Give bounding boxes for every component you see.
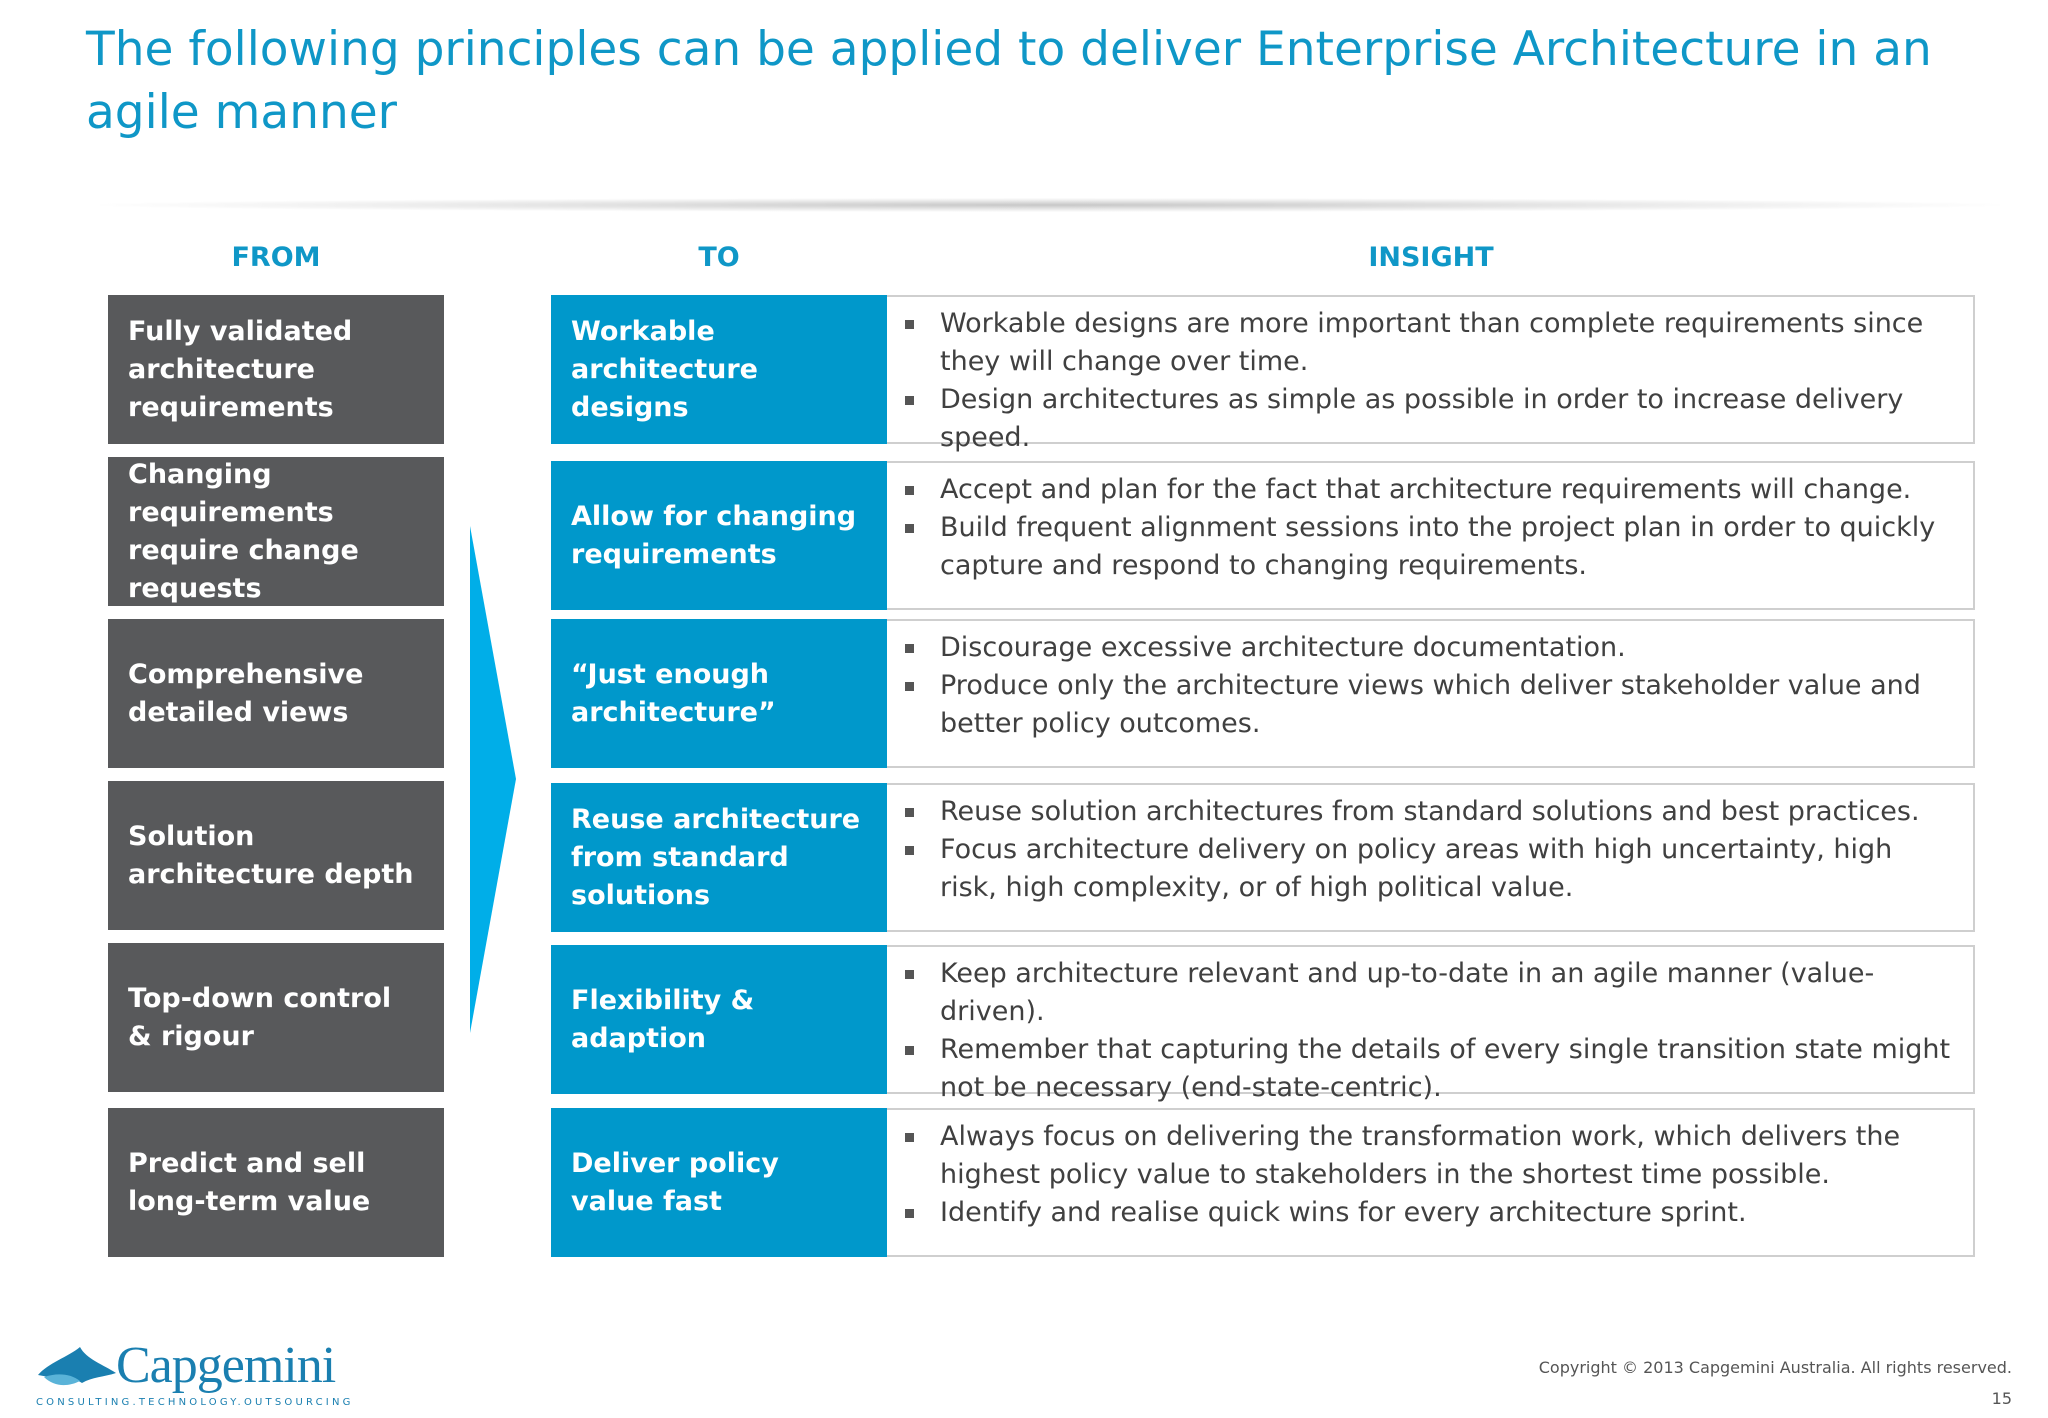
to-label: “Just enough architecture” — [571, 658, 776, 728]
insight-text: Remember that capturing the details of e… — [940, 1034, 1951, 1103]
insight-item: Identify and realise quick wins for ever… — [905, 1194, 1957, 1232]
column-header-to: TO — [698, 242, 740, 273]
insight-text: Identify and realise quick wins for ever… — [940, 1197, 1747, 1228]
square-bullet-icon — [905, 644, 914, 653]
insight-box: Always focus on delivering the transform… — [887, 1108, 1975, 1257]
insight-text: Discourage excessive architecture docume… — [940, 632, 1626, 663]
square-bullet-icon — [905, 846, 914, 855]
title-divider-shadow — [100, 198, 2000, 212]
square-bullet-icon — [905, 1046, 914, 1055]
from-label: Comprehensive detailed views — [128, 658, 364, 728]
insight-box: Discourage excessive architecture docume… — [887, 619, 1975, 768]
page-number: 15 — [1991, 1389, 2012, 1408]
square-bullet-icon — [905, 682, 914, 691]
square-bullet-icon — [905, 970, 914, 979]
insight-list: Discourage excessive architecture docume… — [905, 629, 1957, 743]
insight-item: Remember that capturing the details of e… — [905, 1031, 1957, 1107]
from-box: Changing requirements require change req… — [108, 457, 444, 606]
to-box: Workable architecture designs — [551, 295, 887, 444]
to-label: Workable architecture designs — [571, 315, 758, 423]
insight-box: Workable designs are more important than… — [887, 295, 1975, 453]
insight-item: Discourage excessive architecture docume… — [905, 629, 1957, 667]
insight-item: Produce only the architecture views whic… — [905, 667, 1957, 743]
from-label: Fully validated architecture requirement… — [128, 315, 353, 423]
from-box: Solution architecture depth — [108, 781, 444, 930]
chevron-arrow-icon — [470, 526, 516, 1033]
to-label: Reuse architecture from standard solutio… — [571, 803, 861, 911]
insight-box: Keep architecture relevant and up-to-dat… — [887, 945, 1975, 1103]
square-bullet-icon — [905, 396, 914, 405]
insight-item: Accept and plan for the fact that archit… — [905, 471, 1957, 509]
page-title: The following principles can be applied … — [86, 22, 1932, 140]
square-bullet-icon — [905, 808, 914, 817]
insight-text: Focus architecture delivery on policy ar… — [940, 834, 1893, 903]
square-bullet-icon — [905, 524, 914, 533]
insight-text: Keep architecture relevant and up-to-dat… — [940, 958, 1875, 1027]
insight-box: Reuse solution architectures from standa… — [887, 783, 1975, 932]
insight-text: Always focus on delivering the transform… — [940, 1121, 1901, 1190]
to-box: Reuse architecture from standard solutio… — [551, 783, 887, 932]
insight-text: Reuse solution architectures from standa… — [940, 796, 1920, 827]
insight-item: Build frequent alignment sessions into t… — [905, 509, 1957, 585]
insight-text: Workable designs are more important than… — [940, 308, 1924, 377]
insight-item: Always focus on delivering the transform… — [905, 1118, 1957, 1194]
insight-list: Reuse solution architectures from standa… — [905, 793, 1957, 907]
insight-item: Workable designs are more important than… — [905, 305, 1957, 381]
from-label: Changing requirements require change req… — [128, 458, 359, 604]
insight-text: Build frequent alignment sessions into t… — [940, 512, 1936, 581]
to-box: Flexibility & adaption — [551, 945, 887, 1094]
from-box: Fully validated architecture requirement… — [108, 295, 444, 444]
to-box: “Just enough architecture” — [551, 619, 887, 768]
capgemini-logo: Capgemini CONSULTING.TECHNOLOGY.OUTSOURC… — [34, 1337, 350, 1411]
insight-item: Design architectures as simple as possib… — [905, 381, 1957, 457]
square-bullet-icon — [905, 486, 914, 495]
from-label: Solution architecture depth — [128, 820, 414, 890]
insight-text: Produce only the architecture views whic… — [940, 670, 1921, 739]
insight-item: Reuse solution architectures from standa… — [905, 793, 1957, 831]
from-label: Top-down control & rigour — [128, 982, 392, 1052]
to-box: Allow for changing requirements — [551, 461, 887, 610]
from-box: Predict and sell long-term value — [108, 1108, 444, 1257]
to-label: Flexibility & adaption — [571, 984, 755, 1054]
spade-logo-icon — [38, 1347, 116, 1386]
from-box: Top-down control & rigour — [108, 943, 444, 1092]
logo-wordmark: Capgemini — [116, 1337, 336, 1394]
square-bullet-icon — [905, 320, 914, 329]
to-box: Deliver policy value fast — [551, 1108, 887, 1257]
to-label: Deliver policy value fast — [571, 1147, 779, 1217]
copyright-text: Copyright © 2013 Capgemini Australia. Al… — [1538, 1358, 2012, 1377]
square-bullet-icon — [905, 1209, 914, 1218]
insight-item: Focus architecture delivery on policy ar… — [905, 831, 1957, 907]
insight-text: Accept and plan for the fact that archit… — [940, 474, 1912, 505]
from-label: Predict and sell long-term value — [128, 1147, 371, 1217]
insight-list: Accept and plan for the fact that archit… — [905, 471, 1957, 585]
insight-list: Workable designs are more important than… — [905, 305, 1957, 457]
square-bullet-icon — [905, 1133, 914, 1142]
insight-box: Accept and plan for the fact that archit… — [887, 461, 1975, 610]
insight-text: Design architectures as simple as possib… — [940, 384, 1904, 453]
insight-item: Keep architecture relevant and up-to-dat… — [905, 955, 1957, 1031]
column-header-from: FROM — [231, 242, 321, 273]
insight-list: Keep architecture relevant and up-to-dat… — [905, 955, 1957, 1107]
to-label: Allow for changing requirements — [571, 500, 857, 570]
from-box: Comprehensive detailed views — [108, 619, 444, 768]
insight-list: Always focus on delivering the transform… — [905, 1118, 1957, 1232]
logo-tagline: CONSULTING.TECHNOLOGY.OUTSOURCING — [36, 1397, 354, 1408]
column-header-insight: INSIGHT — [1368, 242, 1494, 273]
